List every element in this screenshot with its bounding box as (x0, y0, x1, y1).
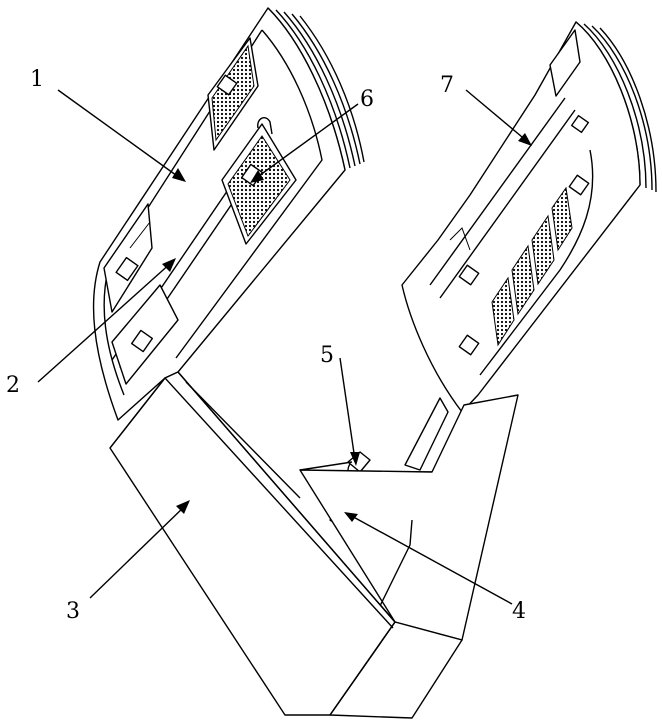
label-3: 3 (66, 599, 80, 624)
label-4: 4 (512, 599, 526, 624)
label-7: 7 (440, 73, 454, 98)
label-6: 6 (360, 87, 374, 112)
label-2: 2 (6, 373, 20, 398)
label-5: 5 (320, 343, 334, 368)
label-1: 1 (30, 67, 44, 92)
